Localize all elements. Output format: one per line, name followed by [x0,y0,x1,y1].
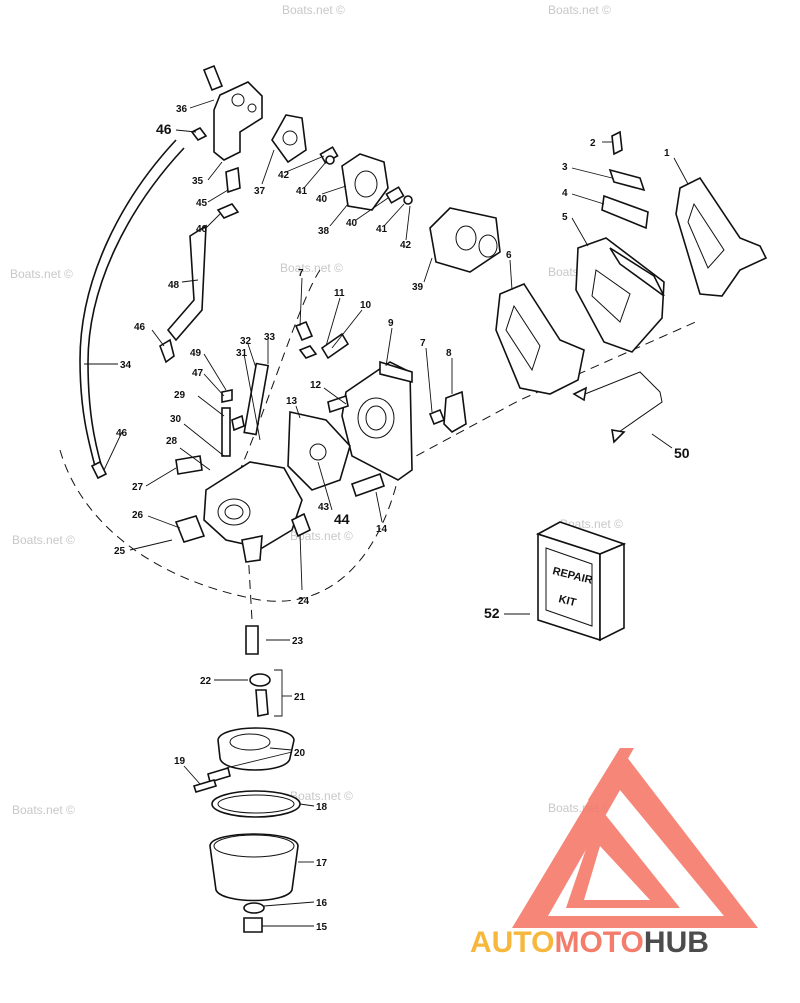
callout-47: 47 [192,368,204,379]
callout-7a: 7 [298,268,304,279]
callout-25: 25 [114,546,126,557]
float-bowl-group [192,625,301,933]
callout-19: 19 [174,756,186,767]
watermark: Boats.net © [282,3,345,17]
callout-46b: 46 [196,224,208,235]
callout-41b: 41 [376,224,388,235]
callout-5: 5 [562,212,568,223]
callout-3: 3 [562,162,568,173]
callout-48: 48 [168,280,180,291]
callout-10: 10 [360,300,372,311]
logo-moto: MOTO [554,926,643,959]
callout-9: 9 [388,318,394,329]
callout-43: 43 [318,502,330,513]
callout-8: 8 [446,348,452,359]
adaptor-group [294,320,467,481]
watermark: Boats.net © [290,789,353,803]
callout-37: 37 [254,186,266,197]
repair-kit: REPAIR KIT [535,521,627,642]
callout-38: 38 [318,226,330,237]
callout-26: 26 [132,510,144,521]
logo-auto: AUTO [470,926,554,959]
logo-text: AUTOMOTOHUB [470,926,709,959]
logo-triangle [512,748,758,928]
watermark: Boats.net © [10,267,73,281]
callout-13: 13 [286,396,298,407]
callout-46d: 46 [116,428,128,439]
callout-7b: 7 [420,338,426,349]
callout-32: 32 [240,336,252,347]
callout-34: 34 [120,360,132,371]
leader-lines [84,99,689,927]
carburetor-body [174,362,386,563]
callout-41a: 41 [296,186,308,197]
automotohub-logo: AUTOMOTOHUB [470,748,758,959]
callout-46c: 46 [134,322,146,333]
callout-11: 11 [334,288,345,299]
reed-block-group [495,130,768,395]
repair-kit-line2: KIT [557,593,577,609]
watermark: Boats.net © [12,803,75,817]
intake-manifold-group [202,64,501,273]
callout-45: 45 [196,198,208,209]
callout-17: 17 [316,858,328,869]
callout-2: 2 [590,138,596,149]
watermark: Boats.net © [280,261,343,275]
assembly-lines [59,269,701,621]
callout-14: 14 [376,524,388,535]
callout-29: 29 [174,390,186,401]
callout-1: 1 [664,148,670,159]
callout-12: 12 [310,380,322,391]
callout-40a: 40 [316,194,328,205]
callout-31: 31 [236,348,248,359]
callout-46a: 46 [156,121,172,137]
callout-16: 16 [316,898,328,909]
callout-labels: 1 2 3 4 5 6 7 7 8 9 10 11 12 13 14 15 16… [114,104,690,933]
callout-35: 35 [192,176,204,187]
callout-42a: 42 [278,170,290,181]
callout-23: 23 [292,636,304,647]
callout-22: 22 [200,676,212,687]
logo-hub: HUB [644,926,709,959]
callout-49: 49 [190,348,202,359]
callout-39: 39 [412,282,424,293]
callout-21: 21 [294,692,306,703]
callout-20: 20 [294,748,306,759]
callout-4: 4 [562,188,568,199]
callout-42b: 42 [400,240,412,251]
watermark: Boats.net © [548,3,611,17]
callout-24: 24 [298,596,310,607]
fuel-hoses [79,126,240,480]
callout-33: 33 [264,332,276,343]
callout-50: 50 [674,445,690,461]
callout-30: 30 [170,414,182,425]
callout-27: 27 [132,482,144,493]
watermark: Boats.net © [12,533,75,547]
callout-52: 52 [484,605,500,621]
callout-36: 36 [176,104,188,115]
callout-18: 18 [316,802,328,813]
pickup-tube [572,371,663,444]
callout-6: 6 [506,250,512,261]
callout-44: 44 [334,511,350,527]
callout-15: 15 [316,922,328,933]
callout-28: 28 [166,436,178,447]
callout-40b: 40 [346,218,358,229]
